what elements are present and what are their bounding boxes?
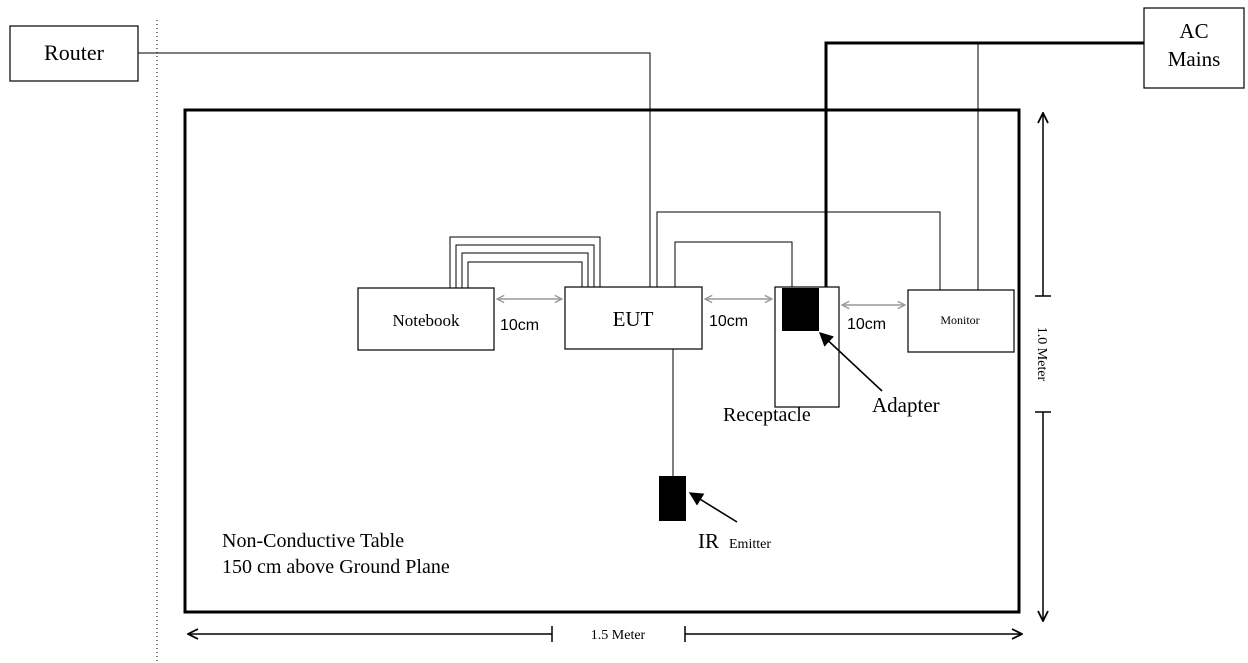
ir-emitter-label-main: IR <box>698 529 719 553</box>
adapter-label: Adapter <box>872 393 940 417</box>
ac-mains-box: AC Mains <box>1143 7 1245 89</box>
eut-to-monitor-cable <box>656 211 941 290</box>
ir-emitter-block <box>659 476 686 521</box>
monitor-label: Monitor <box>940 313 979 327</box>
ac-mains-power-line <box>824 41 1144 289</box>
spacing-label-eut-receptacle: 10cm <box>709 313 748 330</box>
notebook-box: Notebook <box>357 287 495 351</box>
adapter-pointer-arrow <box>818 332 883 392</box>
receptacle-label: Receptacle <box>723 404 811 426</box>
router-label: Router <box>44 40 105 65</box>
ir-emitter-pointer-arrow <box>688 492 738 523</box>
eut-to-receptacle-cable <box>674 241 793 287</box>
spacing-label-notebook-eut: 10cm <box>500 317 539 334</box>
eut-box: EUT <box>564 286 703 350</box>
table-note-line1: Non-Conductive Table <box>222 530 404 552</box>
ac-mains-label-line2: Mains <box>1168 47 1221 71</box>
height-dimension: 1.0 Meter <box>1034 113 1051 621</box>
adapter-block <box>782 288 819 331</box>
ir-emitter-label-sub: Emitter <box>729 537 771 552</box>
table-note-line2: 150 cm above Ground Plane <box>222 556 450 578</box>
width-dimension-label: 1.5 Meter <box>591 628 646 643</box>
notebook-eut-cables <box>449 236 601 290</box>
router-box: Router <box>9 25 139 82</box>
monitor-box: Monitor <box>907 289 1015 353</box>
width-dimension: 1.5 Meter <box>188 626 1022 643</box>
ir-emitter-label: IR Emitter <box>698 529 771 553</box>
height-dimension-label: 1.0 Meter <box>1034 327 1049 382</box>
eut-label: EUT <box>613 307 654 331</box>
spacing-label-receptacle-monitor: 10cm <box>847 316 886 333</box>
notebook-label: Notebook <box>392 311 460 330</box>
router-to-eut-cable <box>138 52 651 287</box>
table-outline <box>183 108 1021 614</box>
ac-mains-label-line1: AC <box>1179 19 1208 43</box>
